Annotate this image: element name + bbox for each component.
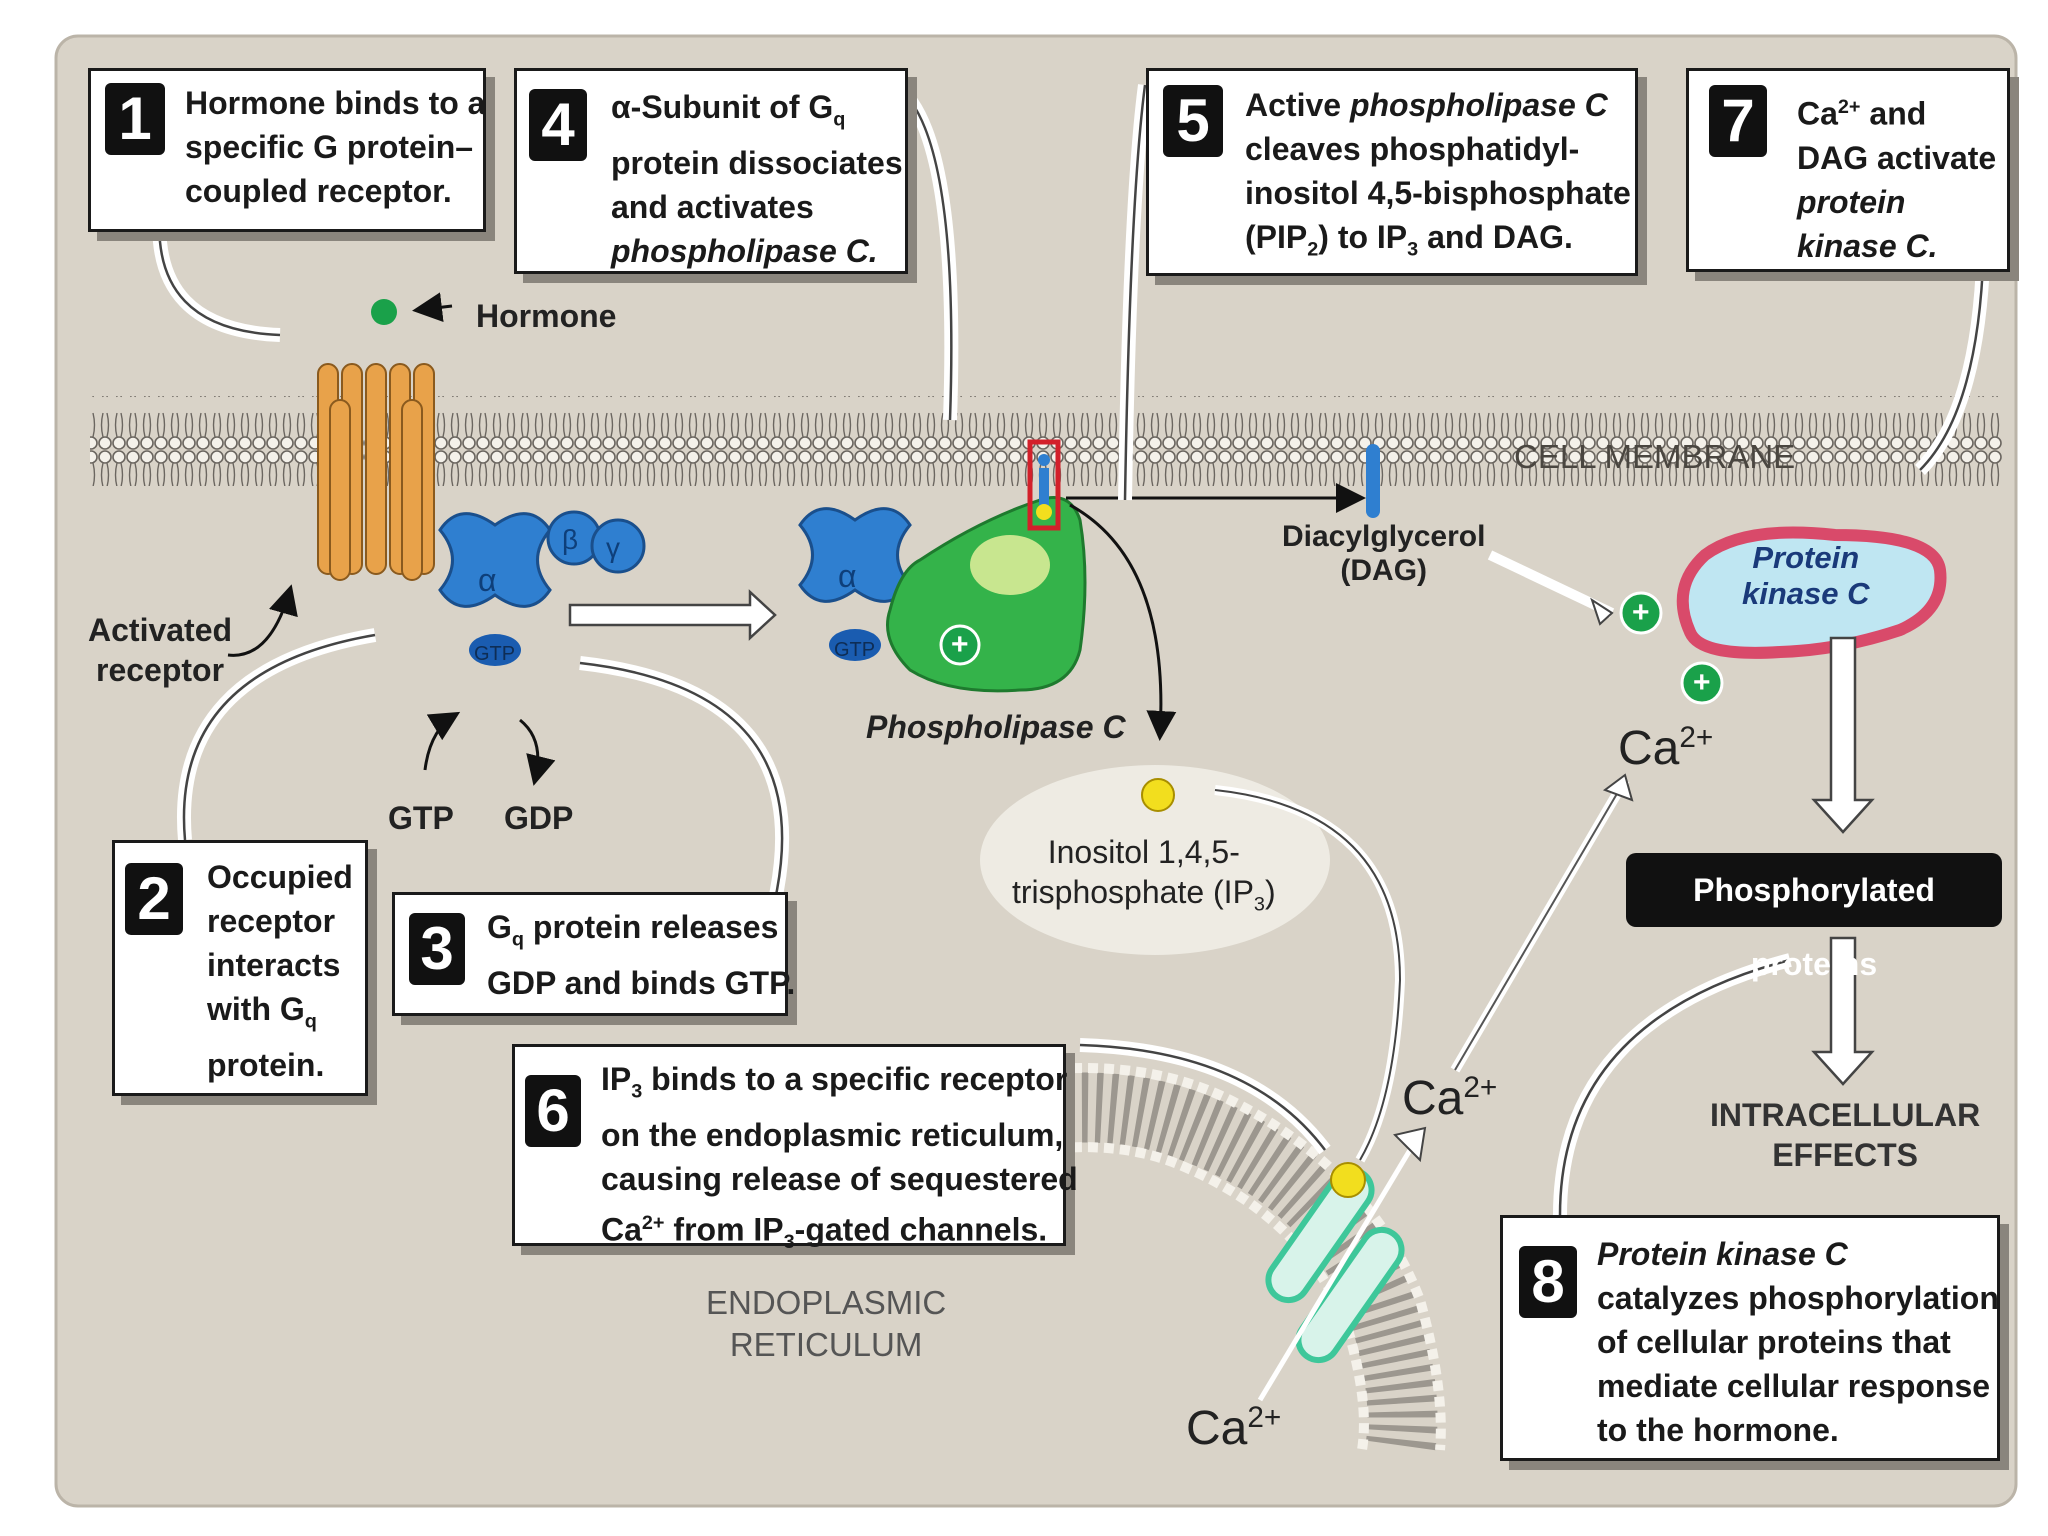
plus-sign-pkc-1 xyxy=(1619,591,1663,635)
gtp-small-label: GTP xyxy=(474,643,516,665)
intracellular-effects-label: INTRACELLULAR EFFECTS xyxy=(1710,1097,1981,1173)
step-number-2: 2 xyxy=(125,863,183,935)
pip2-highlight xyxy=(1027,439,1061,531)
hollow-arrows xyxy=(568,589,1875,1086)
step-box-5: 5 Active phospholipase C cleaves phospha… xyxy=(1146,68,1638,276)
step-box-1: 1 Hormone binds to a specific G protein–… xyxy=(88,68,486,232)
step-text-2: Occupied receptor interacts with Gq prot… xyxy=(207,859,353,1084)
step-number-4: 4 xyxy=(529,89,587,161)
phospholipase-c-label: Phospholipase C xyxy=(866,709,1126,745)
step-box-8: 8 Protein kinase C catalyzes phosphoryla… xyxy=(1500,1215,2000,1461)
ip3-gated-channel xyxy=(1265,1162,1405,1364)
plus-label-pkc-2: + xyxy=(1693,666,1711,699)
plus-label-pkc-1: + xyxy=(1632,596,1650,629)
step-number-1: 1 xyxy=(105,83,165,155)
step-number-3: 3 xyxy=(409,913,465,985)
step-text-6: IP3 binds to a specific receptor on the … xyxy=(601,1061,1078,1254)
step-text-5: Active phospholipase C cleaves phosphati… xyxy=(1245,87,1631,261)
alpha-label-active: α xyxy=(838,558,857,594)
step-box-3: 3 Gq protein releases GDP and binds GTP. xyxy=(392,892,795,1016)
ip3-glow xyxy=(980,765,1330,955)
step-number-7: 7 xyxy=(1709,85,1767,157)
phosphorylated-proteins-label: Phosphorylated proteins xyxy=(1626,853,2002,982)
step-box-6: 6 IP3 binds to a specific receptor on th… xyxy=(512,1044,1078,1253)
ca-label-lumen: Ca2+ xyxy=(1186,1401,1282,1455)
step-text-7: Ca2+ and DAG activate protein kinase C. xyxy=(1797,95,1997,264)
hormone-label: Hormone xyxy=(476,298,617,334)
er-membrane xyxy=(1036,1072,1438,1456)
cell-membrane-label: CELL MEMBRANE xyxy=(1514,438,1796,475)
step-box-4: 4 α-Subunit of Gq protein dissociates an… xyxy=(514,68,908,274)
er-membrane-inner xyxy=(1039,1142,1369,1451)
dag-molecule xyxy=(1366,444,1380,518)
ip3-molecule xyxy=(1141,778,1175,812)
plus-sign xyxy=(939,624,981,666)
plus-sign-pkc-2 xyxy=(1680,661,1724,705)
gtp-small-label-active: GTP xyxy=(834,639,876,661)
step-box-7: 7 Ca2+ and DAG activate protein kinase C… xyxy=(1686,68,2010,272)
dag-label: Diacylglycerol (DAG) xyxy=(1282,520,1486,587)
g-protein-gamma xyxy=(590,518,646,574)
er-label: ENDOPLASMIC RETICULUM xyxy=(706,1284,947,1363)
g-protein-alpha-active xyxy=(798,507,912,661)
step-number-8: 8 xyxy=(1519,1246,1577,1318)
step-number-6: 6 xyxy=(525,1075,581,1147)
beta-label: β xyxy=(562,524,579,555)
alpha-label: α xyxy=(478,562,497,598)
ca-label-er: Ca2+ xyxy=(1402,1071,1498,1125)
gpcr-receptor xyxy=(317,363,435,581)
step-number-5: 5 xyxy=(1163,85,1223,157)
step-text-8: Protein kinase C catalyzes phosphorylati… xyxy=(1597,1236,1999,1448)
pkc-label: Protein kinase C xyxy=(1742,540,1870,611)
step-text-3: Gq protein releases GDP and binds GTP. xyxy=(487,909,796,1002)
ip3-label: Inositol 1,4,5- trisphosphate (IP3) xyxy=(1012,834,1276,916)
step-text-4: α-Subunit of Gq protein dissociates and … xyxy=(611,89,903,270)
gamma-label: γ xyxy=(606,532,620,563)
protein-kinase-c-shape xyxy=(1676,526,1947,659)
hormone-dot xyxy=(371,299,397,325)
step-box-2: 2 Occupied receptor interacts with Gq pr… xyxy=(112,840,368,1096)
ca-label-pkc: Ca2+ xyxy=(1618,721,1714,775)
g-protein-alpha xyxy=(438,512,552,666)
activated-receptor-label: Activated receptor xyxy=(88,612,233,688)
gdp-label: GDP xyxy=(504,800,574,836)
step-text-1: Hormone binds to a specific G protein– c… xyxy=(185,85,486,209)
gtp-label: GTP xyxy=(388,800,454,836)
plus-label-plc: + xyxy=(951,628,969,661)
